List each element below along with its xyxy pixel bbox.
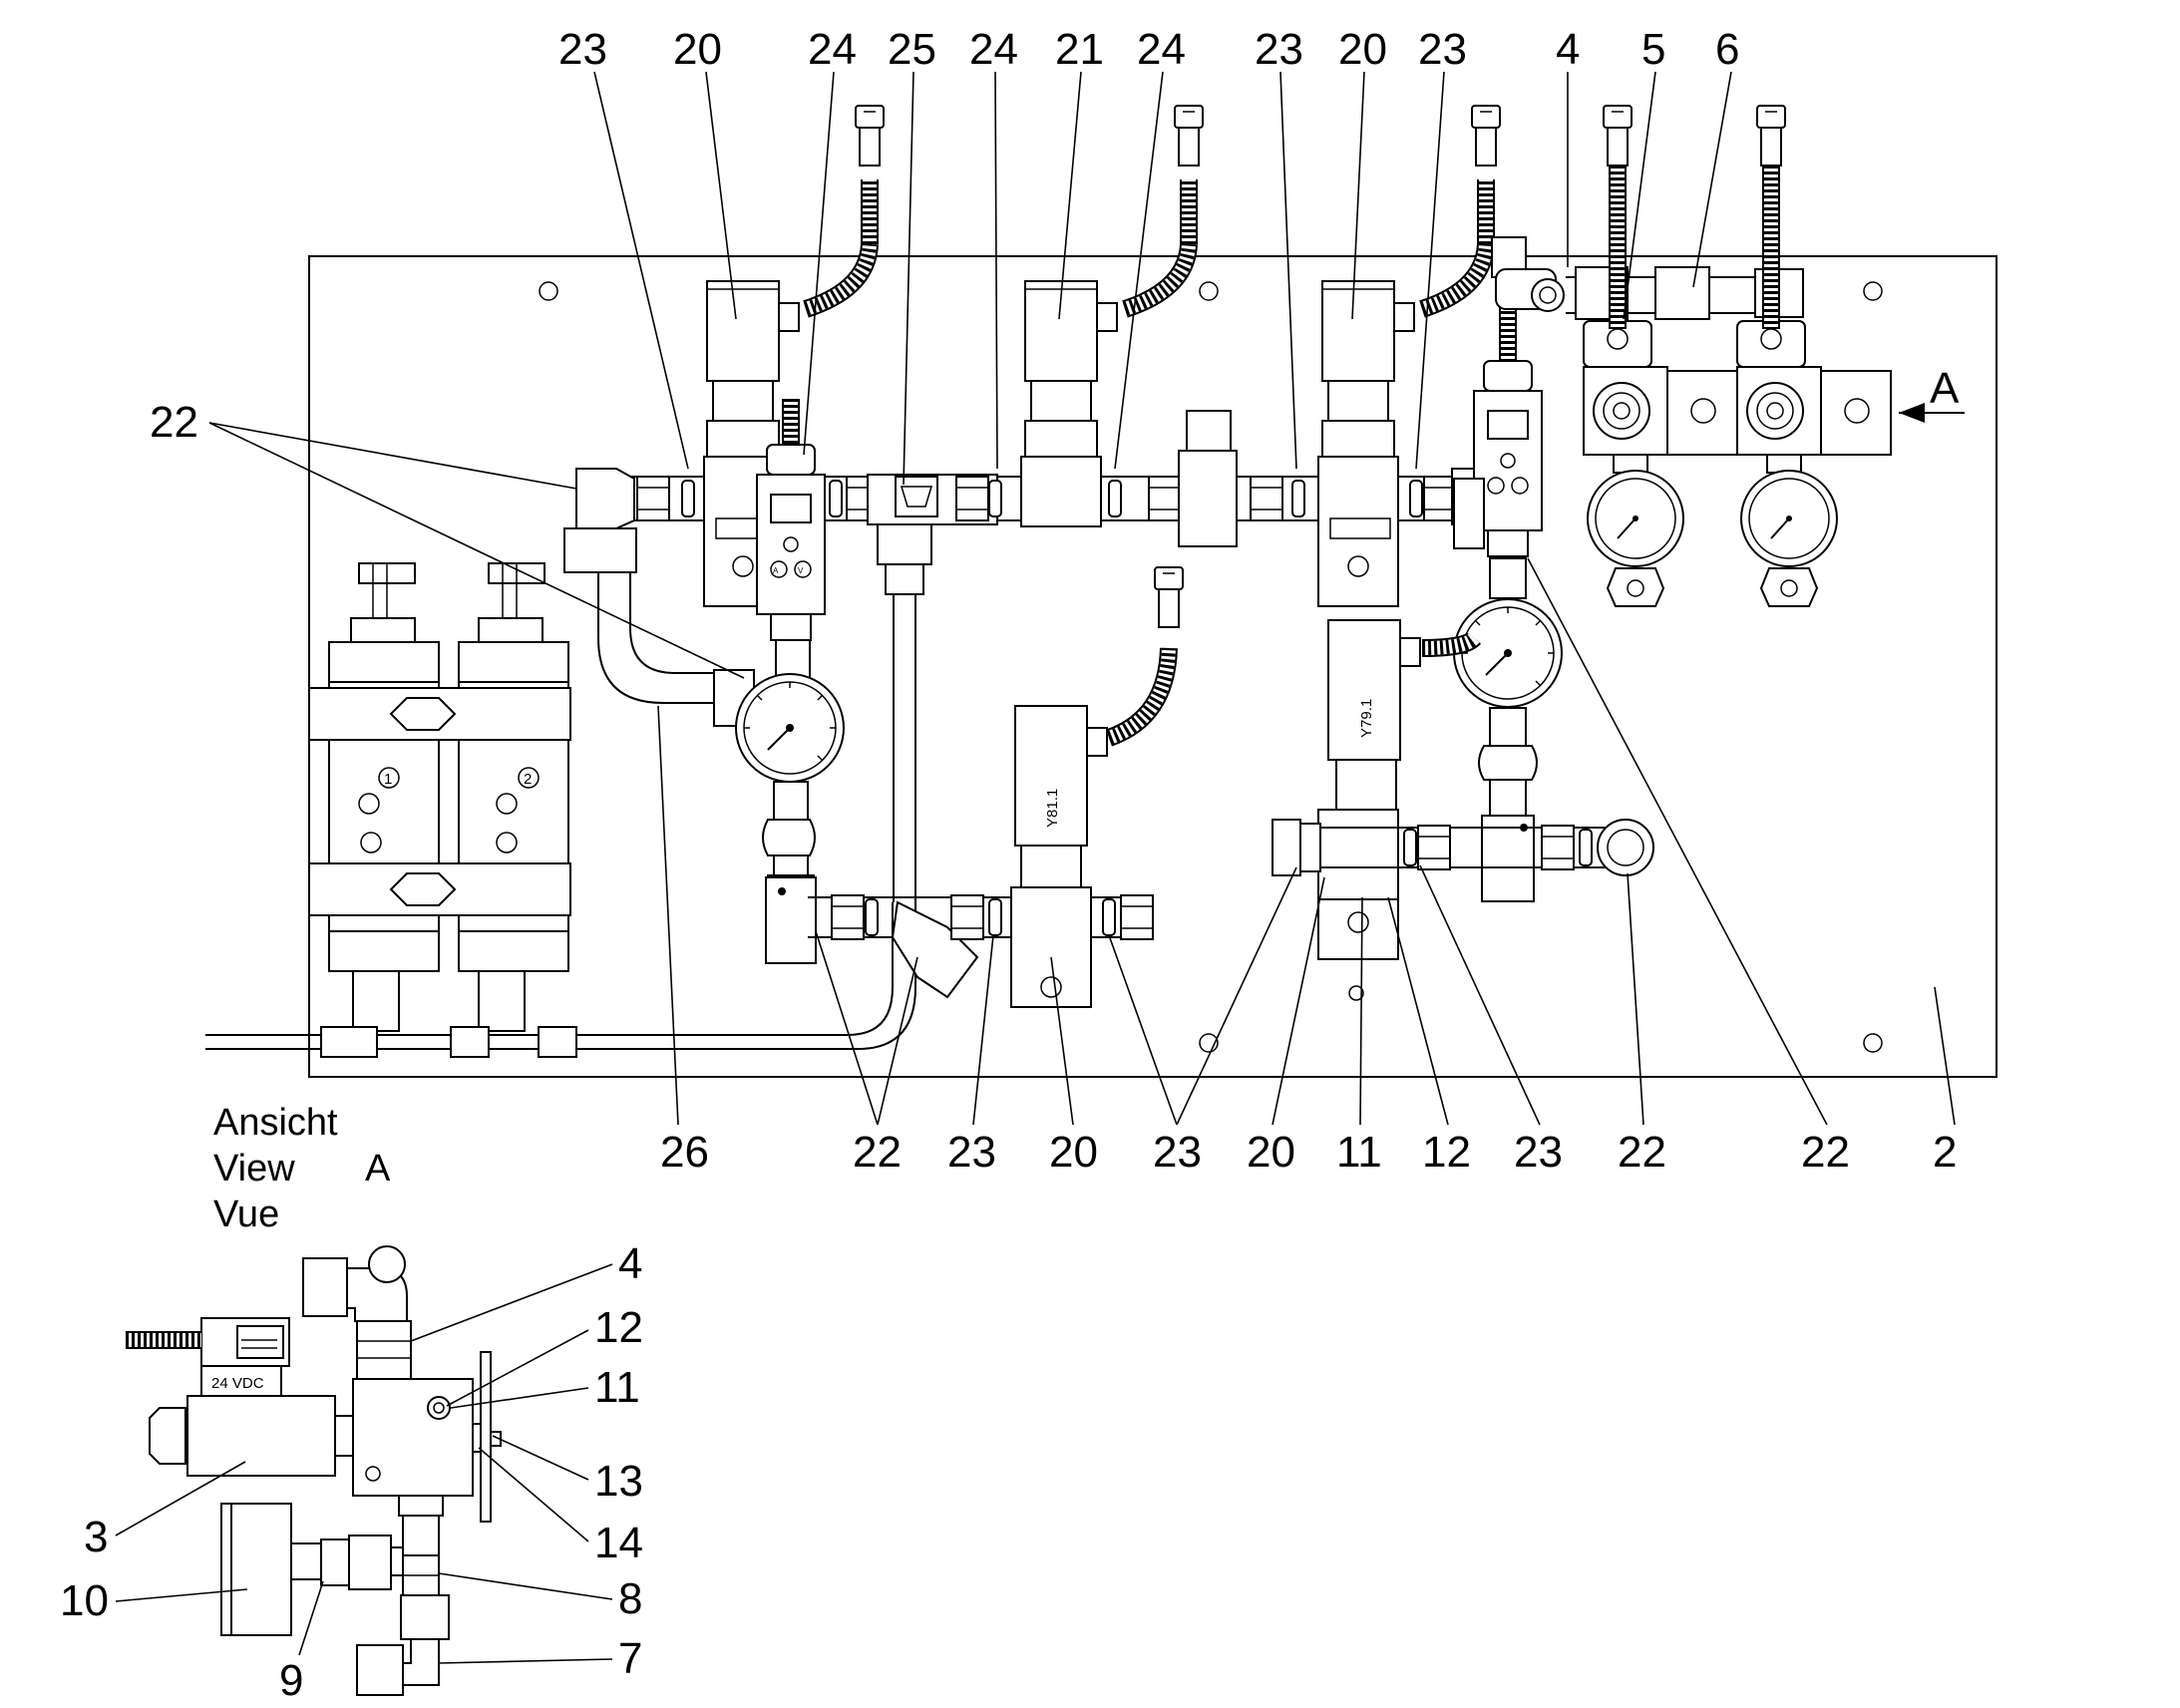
accumulator-clamp [308, 687, 571, 916]
solenoid-valve-21 [1020, 280, 1118, 527]
coil-voltage-label: 24 VDC [211, 1375, 264, 1392]
detail-callout-9: 9 [279, 1656, 303, 1705]
display-button-v: V [798, 566, 804, 575]
callout-bottom-22c: 22 [1801, 1128, 1850, 1177]
callout-bottom-23b: 23 [1153, 1128, 1202, 1177]
callout-top-23c: 23 [1418, 25, 1467, 74]
detail-callout-3: 3 [84, 1513, 108, 1561]
pressure-reducer-left [1583, 320, 1738, 607]
detail-callout-13: 13 [594, 1457, 643, 1506]
pressure-switch-left: A V [756, 399, 826, 641]
callout-bottom-11: 11 [1336, 1128, 1382, 1177]
callout-top-20a: 20 [673, 25, 722, 74]
accumulator-2: 2 [458, 562, 569, 1032]
detail-callout-4: 4 [618, 1239, 642, 1288]
view-title-ansicht: Ansicht [213, 1102, 338, 1144]
pressure-gauge-left [713, 639, 845, 964]
callout-bottom-20b: 20 [1247, 1128, 1295, 1177]
callout-bottom-2: 2 [1933, 1128, 1957, 1177]
callout-top-20b: 20 [1338, 25, 1387, 74]
callout-bottom-20a: 20 [1049, 1128, 1098, 1177]
bottom-callouts: 26 22 23 20 23 20 11 12 23 22 22 2 [660, 1128, 1957, 1177]
right-mid-line [1272, 819, 1654, 876]
mounting-panel [308, 255, 1998, 1078]
callout-top-4: 4 [1556, 25, 1580, 74]
mounting-holes [539, 281, 1883, 1053]
callout-top-25: 25 [888, 25, 936, 74]
accumulator-number-2: 2 [524, 771, 532, 788]
detail-callout-11: 11 [594, 1363, 640, 1412]
view-arrow-a: A [1899, 364, 1965, 423]
vertical-pipe-25 [877, 523, 932, 902]
view-title-vue: Vue [213, 1194, 279, 1235]
callout-top-21: 21 [1055, 25, 1104, 74]
callout-left-22: 22 [150, 398, 198, 447]
pressure-switch-right [1453, 236, 1565, 557]
bottom-manifold [808, 886, 1154, 1008]
leader-lines-main [208, 71, 1956, 1126]
callout-bottom-26: 26 [660, 1128, 709, 1177]
callout-top-24a: 24 [808, 25, 857, 74]
solenoid-valve-20-right [1317, 280, 1415, 607]
callout-top-24c: 24 [1137, 25, 1186, 74]
detail-callout-8: 8 [618, 1574, 642, 1623]
detail-callout-10: 10 [60, 1576, 109, 1625]
accumulator-1: 1 [328, 562, 440, 1032]
solenoid-valve-y81: Y81.1 [1014, 705, 1108, 888]
valve-label-y81: Y81.1 [1044, 789, 1061, 828]
callout-bottom-23a: 23 [947, 1128, 996, 1177]
valve-label-y79: Y79.1 [1358, 699, 1375, 738]
view-a-detail: 24 VDC [126, 1245, 502, 1696]
callout-top-24b: 24 [969, 25, 1018, 74]
display-button-a: A [773, 566, 779, 575]
bottom-return-line [205, 902, 916, 1058]
pressure-reducer-right [1736, 320, 1892, 607]
callout-top-6: 6 [1715, 25, 1739, 74]
view-a-callouts: 4 12 11 13 14 3 10 8 9 7 [60, 1239, 643, 1705]
view-title-letter: A [365, 1148, 391, 1190]
callout-bottom-12: 12 [1422, 1128, 1471, 1177]
detail-callout-14: 14 [594, 1519, 643, 1567]
detail-callout-7: 7 [618, 1634, 642, 1683]
view-title-view: View [213, 1148, 295, 1190]
solenoid-valve-y79: Y79.1 [1317, 619, 1421, 960]
top-callouts: 23 20 24 25 24 21 24 23 20 23 4 5 6 [558, 25, 1739, 74]
callout-top-5: 5 [1641, 25, 1665, 74]
callout-top-23b: 23 [1255, 25, 1303, 74]
accumulator-number-1: 1 [384, 771, 392, 788]
callout-bottom-22a: 22 [853, 1128, 902, 1177]
view-a-title: Ansicht View A Vue [213, 1102, 391, 1235]
callout-top-23a: 23 [558, 25, 607, 74]
pressure-gauge-right [1453, 557, 1563, 902]
callout-bottom-23c: 23 [1514, 1128, 1563, 1177]
view-arrow-label: A [1930, 364, 1960, 413]
callout-bottom-22b: 22 [1618, 1128, 1666, 1177]
detail-callout-12: 12 [594, 1303, 643, 1352]
